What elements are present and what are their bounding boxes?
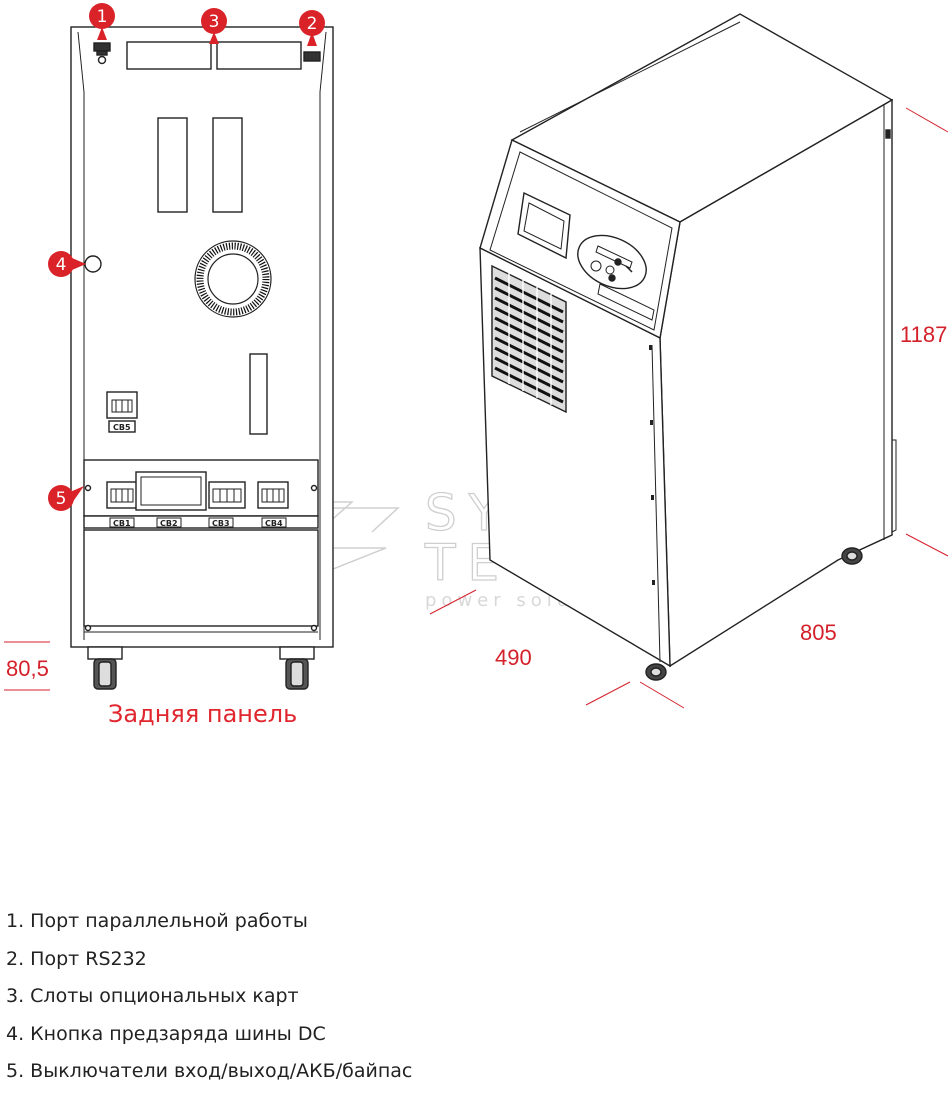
- rear-base-screw-left: [84, 624, 92, 632]
- breaker-panel-screw-right: [310, 484, 318, 492]
- legend-item-3: 3. Слоты опциональных карт: [6, 985, 299, 1007]
- ups-side-screws: [649, 345, 655, 585]
- ups-front-edge: [651, 344, 661, 663]
- dim-width-right-line: [585, 681, 631, 706]
- ups-control-cluster: [577, 234, 647, 290]
- dim-depth-label: 805: [800, 620, 837, 645]
- base-dimension: [4, 641, 50, 691]
- callout-4: 4: [48, 251, 86, 277]
- cb5-label: CB5: [113, 423, 131, 432]
- callout-1: 1: [89, 3, 115, 40]
- cb2-label-box: [156, 517, 182, 528]
- rear-caster-left: [87, 646, 123, 690]
- rs232-port: [303, 51, 321, 62]
- rear-panel-title: Задняя панель: [108, 700, 298, 728]
- ups-front-panel-bezel: [489, 151, 673, 331]
- svg-text:2: 2: [307, 14, 318, 34]
- cb4-label-box: [261, 517, 287, 528]
- dim-base-label: 80,5: [6, 656, 49, 681]
- legend-item-2: 2. Порт RS232: [6, 947, 147, 970]
- dim-height-top-line: [905, 107, 949, 133]
- rear-vent-2: [212, 117, 243, 213]
- ups-3d-view: [479, 13, 897, 681]
- breaker-cb1: [106, 481, 138, 509]
- ups-top-edge: [519, 21, 741, 133]
- ups-right-mark: [885, 129, 891, 139]
- dim-width-label: 490: [495, 645, 532, 670]
- callout-2: 2: [299, 10, 325, 46]
- breaker-cb4: [257, 481, 289, 509]
- cb1-label: CB1: [113, 519, 131, 528]
- dim-lines-3d: [429, 107, 949, 709]
- rear-cabinet-bevel: [77, 31, 327, 640]
- fan-grille: [194, 240, 272, 318]
- rear-panel: CB5: [70, 26, 334, 690]
- callout-5: 5: [48, 485, 84, 511]
- parallel-port: [93, 42, 111, 65]
- rear-caster-right: [279, 646, 315, 690]
- dim-height-label: 1187: [900, 322, 947, 347]
- callout-3: 3: [201, 8, 227, 44]
- svg-text:3: 3: [209, 12, 220, 32]
- dim-depth-line: [639, 681, 685, 709]
- ups-rear-wheel: [841, 547, 863, 565]
- breaker-cb2: [135, 471, 207, 511]
- svg-text:1: 1: [97, 7, 108, 27]
- svg-text:4: 4: [56, 255, 67, 275]
- ups-right-panel-detail: [891, 439, 897, 533]
- breaker-label-strip: [83, 515, 319, 529]
- legend-item-4: 4. Кнопка предзаряда шины DC: [6, 1022, 326, 1045]
- rear-vent-1: [157, 117, 188, 213]
- cb3-label-box: [208, 517, 234, 528]
- breaker-cb3: [208, 481, 246, 509]
- breaker-cb5: [106, 391, 138, 433]
- breaker-panel-screw-left: [84, 484, 92, 492]
- ups-front-wheel: [645, 663, 667, 681]
- ups-front-label-plate: [597, 283, 655, 321]
- precharge-button: [84, 255, 102, 273]
- ups-vent-dividers: [508, 273, 552, 405]
- legend-list: 1. Порт параллельной работы 2. Порт RS23…: [6, 908, 412, 1096]
- option-slot-2: [216, 41, 302, 70]
- cb3-label: CB3: [212, 519, 230, 528]
- ups-lcd-screen: [523, 202, 565, 250]
- legend-item-5: 5. Выключатели вход/выход/АКБ/байпас: [6, 1060, 413, 1082]
- cb2-label: CB2: [160, 519, 178, 528]
- cb1-label-box: [109, 517, 135, 528]
- rear-vent-3: [249, 353, 268, 435]
- cb4-label: CB4: [265, 519, 283, 528]
- rear-lower-cover: [83, 529, 319, 627]
- legend-item-1: 1. Порт параллельной работы: [6, 910, 308, 932]
- dim-width-left-line: [429, 589, 477, 615]
- rear-base-screw-right: [310, 624, 318, 632]
- option-slot-1: [126, 41, 212, 70]
- dim-height-bottom-line: [905, 533, 949, 557]
- svg-text:5: 5: [56, 489, 67, 509]
- ups-lcd-frame: [517, 191, 571, 260]
